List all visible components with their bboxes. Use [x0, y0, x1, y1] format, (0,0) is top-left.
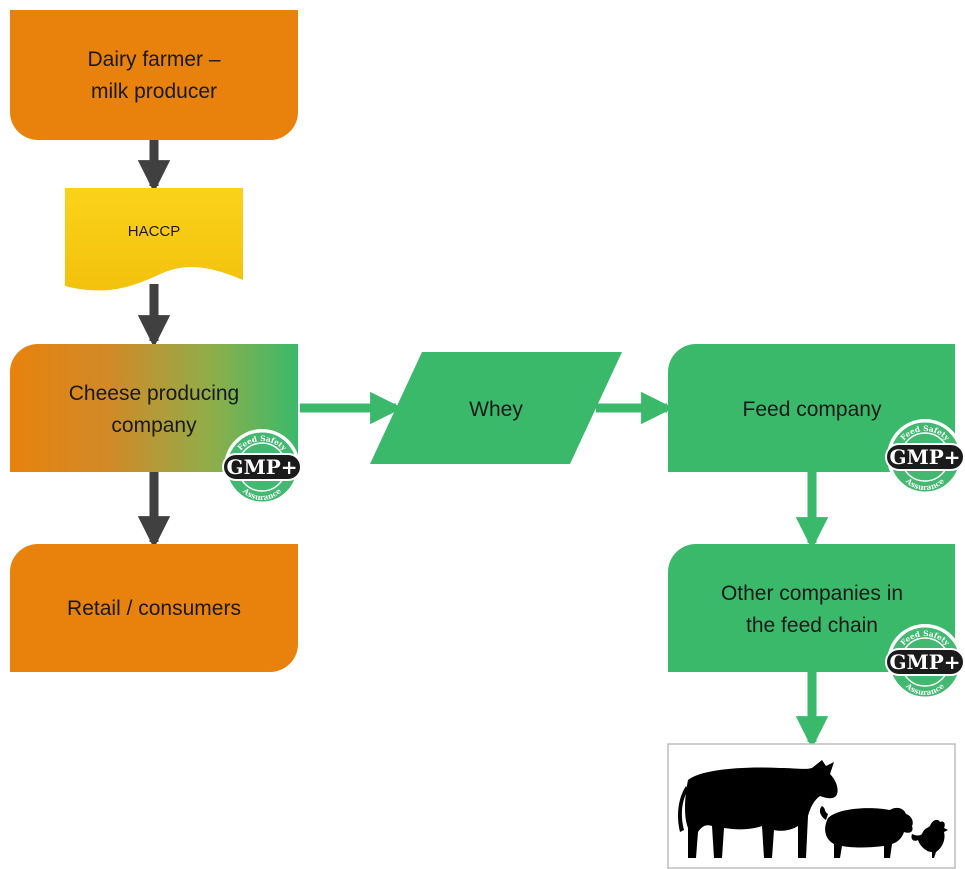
cow-silhouette-icon [678, 760, 838, 858]
retail-node: Retail / consumers [10, 544, 298, 672]
badge-main-text: GMP+ [889, 445, 960, 469]
animals-image [667, 743, 956, 869]
dairy-farmer-line2: milk producer [91, 80, 217, 103]
badge-main-text: GMP+ [889, 650, 960, 674]
green-arrows [300, 391, 829, 749]
cheese-company-line2: company [111, 414, 197, 437]
retail-label: Retail / consumers [67, 597, 241, 620]
rooster-silhouette-icon [911, 819, 948, 858]
other-companies-line1: Other companies in [721, 582, 903, 605]
badge-main-text: GMP+ [226, 455, 297, 479]
other-companies-line2: the feed chain [746, 614, 878, 637]
feed-company-node: Feed company [668, 344, 955, 472]
other-companies-node: Other companies in the feed chain [668, 544, 955, 672]
dairy-farmer-line1: Dairy farmer – [87, 48, 220, 71]
cheese-company-node: Cheese producing company [10, 344, 298, 472]
cheese-company-line1: Cheese producing [69, 382, 239, 405]
dairy-farmer-node: Dairy farmer – milk producer [10, 10, 298, 140]
gmp-badge-other: Feed Safety Assurance GMP+ [885, 623, 965, 701]
haccp-document-node: HACCP [65, 188, 243, 291]
haccp-label: HACCP [128, 223, 181, 240]
whey-node: Whey [370, 352, 622, 464]
gmp-badge-cheese: Feed Safety Assurance GMP+ [222, 428, 302, 506]
feed-company-label: Feed company [743, 398, 882, 421]
pig-silhouette-icon [819, 806, 913, 858]
gmp-badge-feed: Feed Safety Assurance GMP+ [885, 418, 965, 496]
whey-label: Whey [469, 398, 523, 421]
